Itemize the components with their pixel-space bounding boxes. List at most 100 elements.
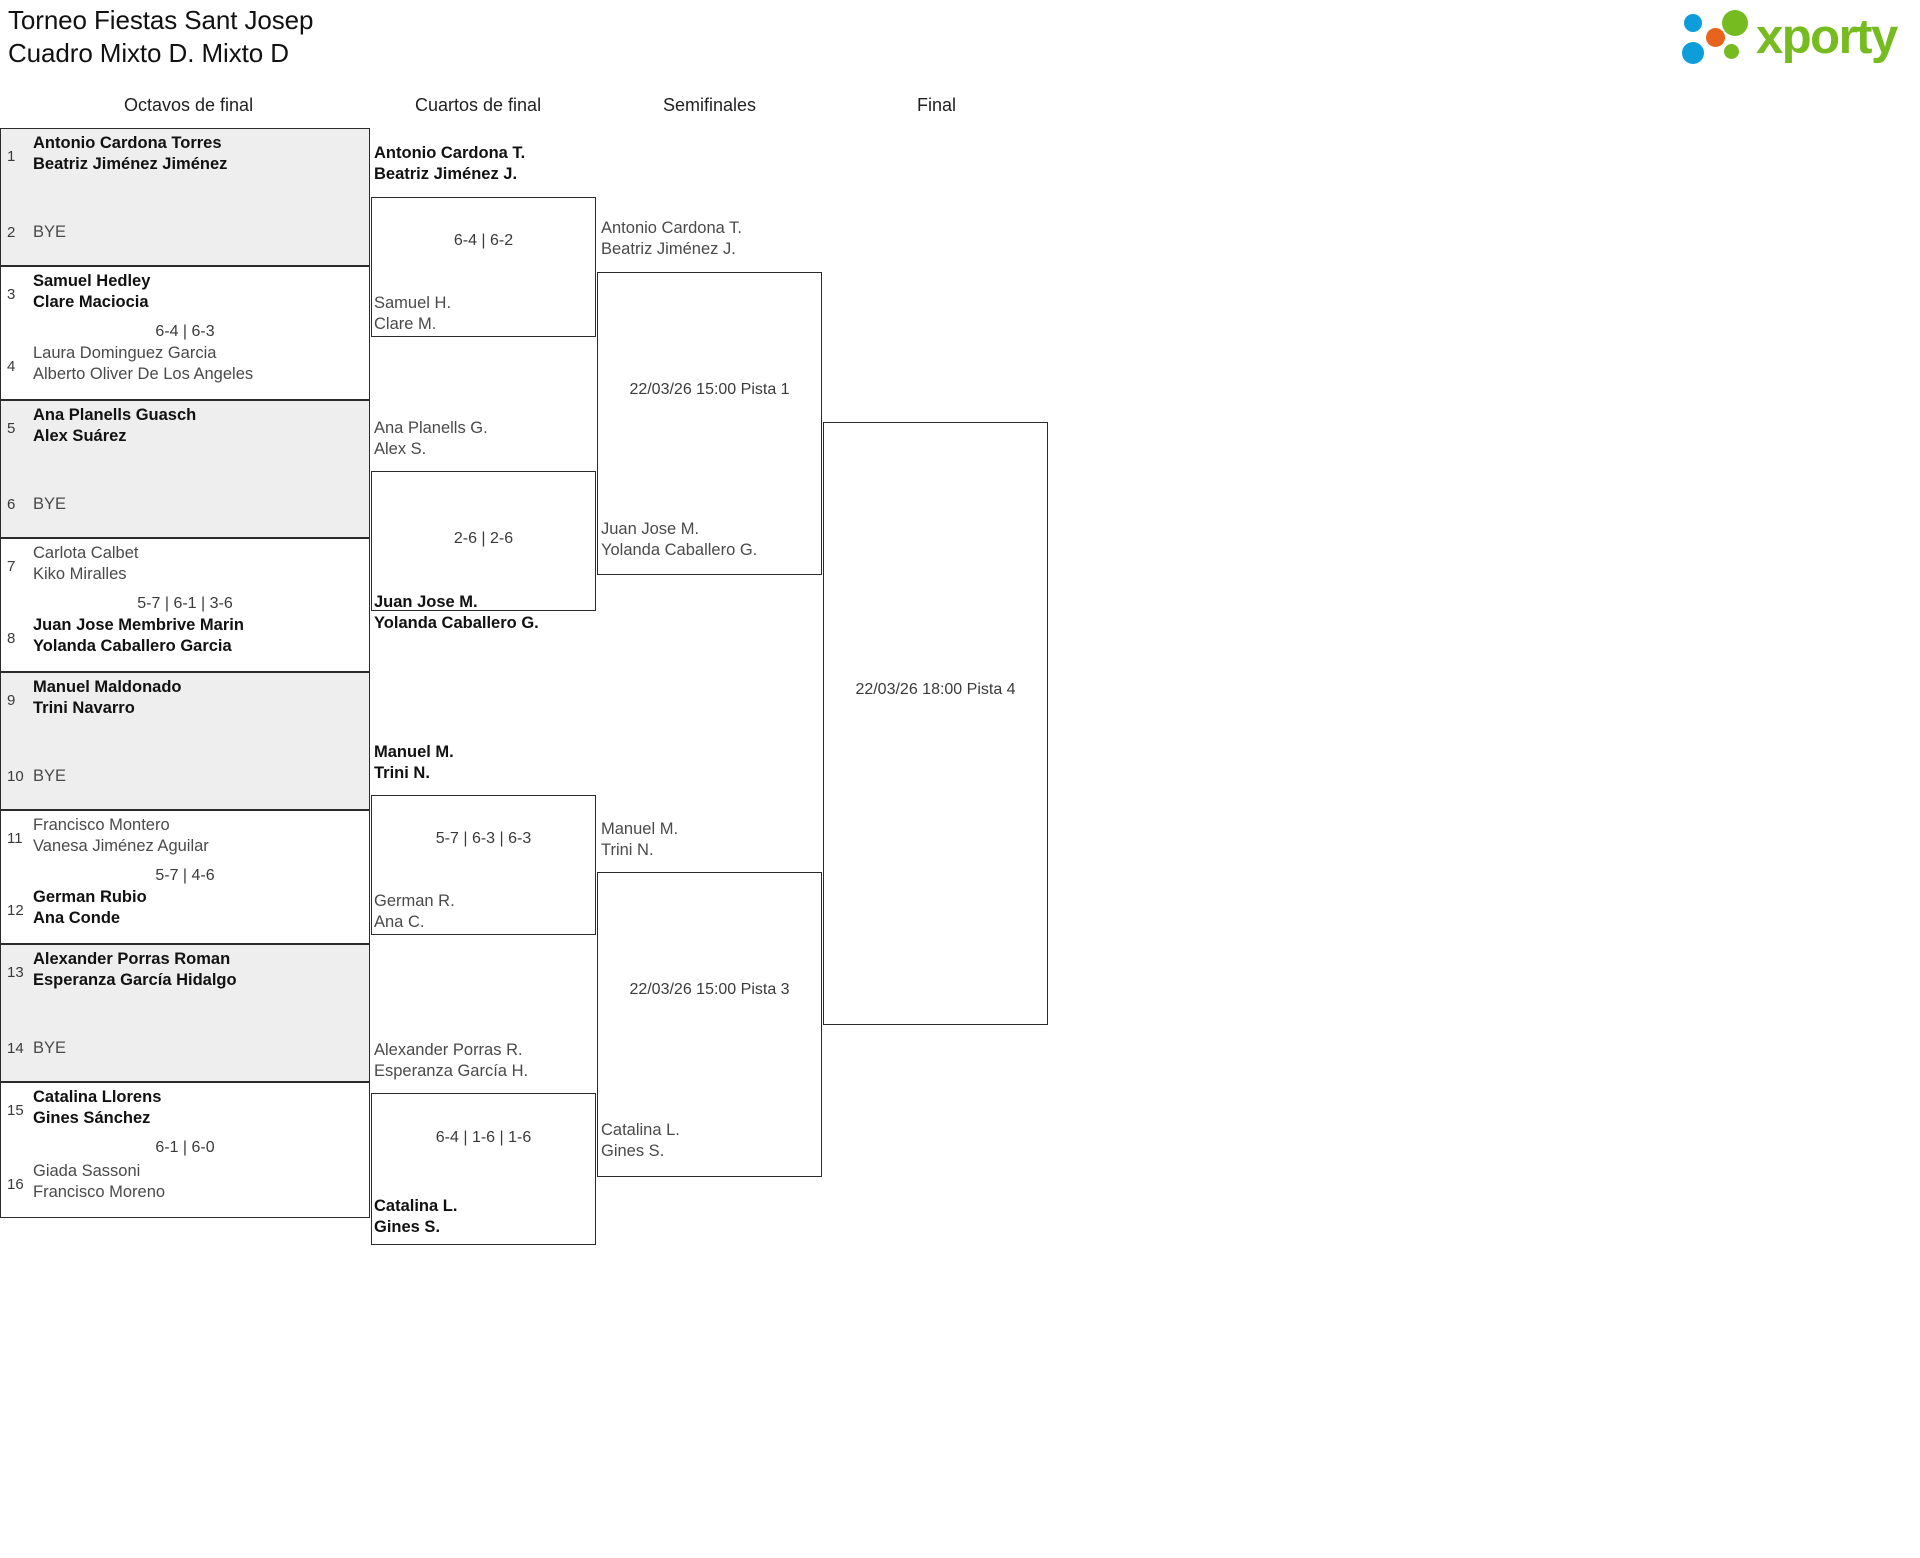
r1-slot-seed-14[interactable]: 14 BYE	[1, 1025, 369, 1075]
r1-slot-seed-12[interactable]: 12 German Rubio Ana Conde	[1, 887, 369, 937]
team-names: Giada Sassoni Francisco Moreno	[33, 1161, 165, 1203]
player-2-name: Gines Sánchez	[33, 1109, 151, 1128]
r1-match-1[interactable]: 1 Antonio Cardona Torres Beatriz Jiménez…	[0, 128, 370, 266]
r1-slot-seed-8[interactable]: 8 Juan Jose Membrive Marin Yolanda Cabal…	[1, 615, 369, 665]
r1-match-5[interactable]: 9 Manuel Maldonado Trini Navarro 10 BYE	[0, 672, 370, 810]
r1-match-2[interactable]: 3 Samuel Hedley Clare Maciocia 6-4 | 6-3…	[0, 266, 370, 400]
player-1-name: Giada Sassoni	[33, 1162, 141, 1180]
player-1-name: Francisco Montero	[33, 816, 170, 834]
r3-match-2[interactable]	[597, 872, 822, 1177]
player-2-name: Vanesa Jiménez Aguilar	[33, 837, 209, 856]
r3-team-top-2[interactable]: Manuel M. Trini N.	[601, 819, 678, 861]
r1-slot-seed-3[interactable]: 3 Samuel Hedley Clare Maciocia	[1, 271, 369, 321]
match-schedule: 22/03/26 18:00 Pista 4	[855, 681, 1016, 698]
r1-slot-seed-15[interactable]: 15 Catalina Llorens Gines Sánchez	[1, 1087, 369, 1137]
r3-team-bottom-1[interactable]: Juan Jose M. Yolanda Caballero G.	[601, 519, 757, 561]
seed-number: 15	[7, 1102, 24, 1119]
r2-team-top-4[interactable]: Alexander Porras R. Esperanza García H.	[374, 1040, 528, 1082]
player-2-name: Yolanda Caballero G.	[374, 614, 539, 633]
player-2-name: Clare Maciocia	[33, 293, 149, 312]
r1-slot-seed-13[interactable]: 13 Alexander Porras Roman Esperanza Garc…	[1, 949, 369, 999]
match-score: 5-7 | 4-6	[155, 867, 215, 884]
round-header-cuartos: Cuartos de final	[415, 95, 542, 115]
r1-slot-seed-2[interactable]: 2 BYE	[1, 209, 369, 259]
r2-team-bottom-3[interactable]: German R. Ana C.	[374, 891, 455, 933]
r2-match-1[interactable]	[371, 197, 596, 337]
r2-team-top-3[interactable]: Manuel M. Trini N.	[374, 742, 454, 784]
r1-slot-seed-5[interactable]: 5 Ana Planells Guasch Alex Suárez	[1, 405, 369, 455]
r3-team-bottom-2[interactable]: Catalina L. Gines S.	[601, 1120, 680, 1162]
player-1-name: Antonio Cardona T.	[601, 219, 742, 237]
player-1-name: Manuel M.	[601, 820, 679, 838]
r1-slot-seed-6[interactable]: 6 BYE	[1, 481, 369, 531]
r3-match-1[interactable]	[597, 272, 822, 575]
player-1-name: Antonio Cardona Torres	[33, 134, 222, 152]
bye-label: BYE	[33, 223, 67, 241]
seed-number: 7	[7, 558, 16, 575]
player-2-name: Esperanza García H.	[374, 1062, 529, 1081]
player-1-name: Samuel Hedley	[33, 272, 151, 290]
seed-number: 9	[7, 692, 16, 709]
r1-slot-seed-9[interactable]: 9 Manuel Maldonado Trini Navarro	[1, 677, 369, 727]
team-names: Samuel Hedley Clare Maciocia	[33, 271, 150, 313]
tournament-name: Torneo Fiestas Sant Josep	[8, 5, 314, 35]
logo-dot-blue-small-icon	[1684, 14, 1702, 32]
match-score: 2-6 | 2-6	[453, 530, 514, 547]
r2-match-2[interactable]	[371, 471, 596, 611]
player-2-name: Francisco Moreno	[33, 1183, 166, 1202]
player-1-name: Alexander Porras Roman	[33, 950, 231, 968]
seed-number: 3	[7, 286, 16, 303]
player-2-name: Trini Navarro	[33, 699, 135, 718]
seed-number: 2	[7, 224, 16, 241]
player-2-name: Alberto Oliver De Los Angeles	[33, 365, 254, 384]
r1-match-6[interactable]: 11 Francisco Montero Vanesa Jiménez Agui…	[0, 810, 370, 944]
r2-team-top-2[interactable]: Ana Planells G. Alex S.	[374, 418, 488, 460]
r2-match-4[interactable]	[371, 1093, 596, 1245]
r1-match-7[interactable]: 13 Alexander Porras Roman Esperanza Garc…	[0, 944, 370, 1082]
team-names: Manuel Maldonado Trini Navarro	[33, 677, 182, 719]
player-1-name: Samuel H.	[374, 294, 452, 312]
r2-team-bottom-4[interactable]: Catalina L. Gines S.	[374, 1196, 457, 1238]
player-2-name: Beatriz Jiménez J.	[374, 165, 518, 184]
r2-team-bottom-2[interactable]: Juan Jose M. Yolanda Caballero G.	[374, 592, 539, 634]
seed-number: 5	[7, 420, 16, 437]
player-1-name: German Rubio	[33, 888, 147, 906]
seed-number: 10	[7, 768, 24, 785]
r1-slot-seed-1[interactable]: 1 Antonio Cardona Torres Beatriz Jiménez…	[1, 133, 369, 183]
player-2-name: Trini N.	[601, 841, 654, 860]
player-1-name: Juan Jose M.	[601, 520, 700, 538]
r2-team-top-1[interactable]: Antonio Cardona T. Beatriz Jiménez J.	[374, 143, 525, 185]
player-1-name: Carlota Calbet	[33, 544, 139, 562]
r4-match-final[interactable]	[823, 422, 1048, 1025]
match-score: 6-4 | 6-3	[155, 323, 215, 340]
match-score: 5-7 | 6-1 | 3-6	[137, 595, 233, 612]
player-2-name: Kiko Miralles	[33, 565, 127, 584]
team-names: Francisco Montero Vanesa Jiménez Aguilar	[33, 815, 209, 857]
player-2-name: Gines S.	[601, 1142, 665, 1161]
player-2-name: Clare M.	[374, 315, 437, 334]
player-1-name: Catalina L.	[374, 1197, 458, 1215]
r1-slot-seed-10[interactable]: 10 BYE	[1, 753, 369, 803]
player-2-name: Alex Suárez	[33, 427, 127, 446]
r1-match-8[interactable]: 15 Catalina Llorens Gines Sánchez 6-1 | …	[0, 1082, 370, 1218]
r1-slot-seed-11[interactable]: 11 Francisco Montero Vanesa Jiménez Agui…	[1, 815, 369, 865]
player-1-name: Catalina Llorens	[33, 1088, 162, 1106]
player-2-name: Esperanza García Hidalgo	[33, 971, 237, 990]
r2-match-3[interactable]	[371, 795, 596, 935]
team-names: Laura Dominguez Garcia Alberto Oliver De…	[33, 343, 253, 385]
r1-match-4[interactable]: 7 Carlota Calbet Kiko Miralles 5-7 | 6-1…	[0, 538, 370, 672]
r1-slot-seed-4[interactable]: 4 Laura Dominguez Garcia Alberto Oliver …	[1, 343, 369, 393]
xporty-logo[interactable]: xporty	[1678, 6, 1908, 68]
team-names: German Rubio Ana Conde	[33, 887, 147, 929]
r3-team-top-1[interactable]: Antonio Cardona T. Beatriz Jiménez J.	[601, 218, 742, 260]
r1-slot-seed-7[interactable]: 7 Carlota Calbet Kiko Miralles	[1, 543, 369, 593]
player-2-name: Gines S.	[374, 1218, 441, 1237]
seed-number: 12	[7, 902, 24, 919]
r2-team-bottom-1[interactable]: Samuel H. Clare M.	[374, 293, 451, 335]
r1-match-3[interactable]: 5 Ana Planells Guasch Alex Suárez 6 BYE	[0, 400, 370, 538]
r1-slot-seed-16[interactable]: 16 Giada Sassoni Francisco Moreno	[1, 1161, 369, 1211]
team-names: Antonio Cardona Torres Beatriz Jiménez J…	[33, 133, 227, 175]
player-1-name: Alexander Porras R.	[374, 1041, 523, 1059]
